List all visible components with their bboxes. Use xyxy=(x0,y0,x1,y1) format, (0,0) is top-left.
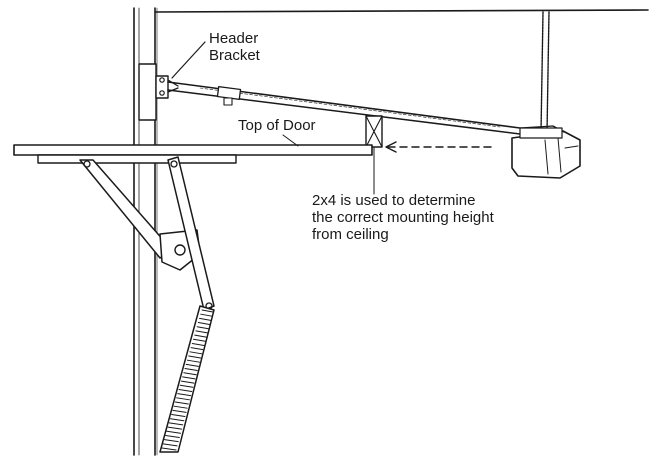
mounting-height-note-line-3: from ceiling xyxy=(312,226,389,243)
mounting-height-note-line-1: 2x4 is used to determine xyxy=(312,192,476,209)
two-by-four-block xyxy=(365,115,383,148)
mounting-height-note-line-2: the correct mounting height xyxy=(312,209,494,226)
top-of-door-leader xyxy=(282,134,299,147)
header-bracket-label-line-1: Header xyxy=(209,30,259,47)
top-of-door-label: Top of Door xyxy=(238,117,316,134)
arm-rib xyxy=(184,368,198,372)
arm-rib xyxy=(178,388,193,392)
arm-rib xyxy=(163,439,179,443)
arm-rib xyxy=(188,355,202,359)
arm-rib xyxy=(177,393,192,397)
arm-rib xyxy=(172,409,187,413)
arm-rib xyxy=(168,422,184,426)
door-curved-arm xyxy=(159,305,215,453)
arm-rib xyxy=(199,317,212,321)
arm-rib xyxy=(180,380,195,384)
arm-rib xyxy=(176,397,190,401)
arm-rib xyxy=(182,376,196,380)
arm-rib xyxy=(185,363,199,367)
arm-rib xyxy=(193,338,206,342)
door-top-panel xyxy=(13,144,373,164)
hanging-bracket xyxy=(540,11,550,134)
arm-rib xyxy=(169,418,185,422)
arm-rib xyxy=(189,351,203,355)
arm-rib xyxy=(167,426,183,430)
mounting-height-note: 2x4 is used to determine the correct mou… xyxy=(312,192,494,243)
header-bracket-label: Header Bracket xyxy=(209,30,260,64)
arm-rib xyxy=(183,372,197,376)
arm-rib xyxy=(197,322,211,326)
header-bracket-label-line-2: Bracket xyxy=(209,47,260,64)
arm-rib xyxy=(162,443,178,447)
opener-motor-unit xyxy=(511,125,581,179)
header-bracket xyxy=(155,41,206,99)
arm-rib xyxy=(171,414,186,418)
ceiling-line xyxy=(154,9,649,13)
arm-rib xyxy=(186,359,201,363)
arm-rib xyxy=(161,447,177,451)
arm-rib xyxy=(200,313,213,317)
arm-rib xyxy=(174,401,189,405)
arm-rib xyxy=(201,309,214,313)
arm-rib xyxy=(166,430,181,434)
arm-rib xyxy=(179,384,194,388)
arm-rib xyxy=(165,434,180,438)
arm-rib xyxy=(195,330,208,334)
arm-rib xyxy=(173,405,188,409)
header-block xyxy=(138,63,157,121)
arm-rib xyxy=(190,347,204,351)
arm-rib xyxy=(194,334,207,338)
dashed-height-line xyxy=(385,141,497,153)
arm-rib xyxy=(196,326,210,330)
trolley xyxy=(216,85,242,106)
arm-rib xyxy=(191,342,205,346)
